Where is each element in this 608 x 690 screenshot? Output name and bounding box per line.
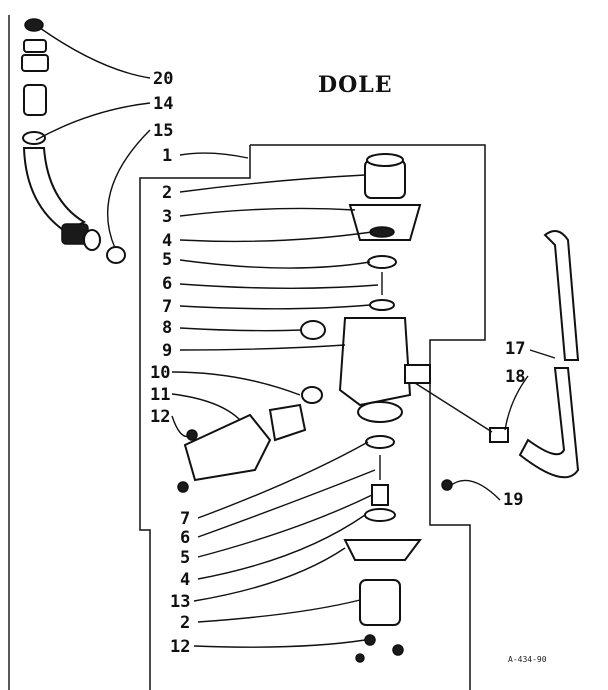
callout-2-upper: 2 xyxy=(162,183,172,203)
callout-6-lower: 6 xyxy=(180,528,190,548)
callout-7-lower: 7 xyxy=(180,509,190,529)
leader-17 xyxy=(529,349,556,359)
part-12-screw-a xyxy=(177,481,189,493)
callout-20: 20 xyxy=(153,69,173,89)
part-3-bracket xyxy=(348,204,422,241)
callout-6-upper: 6 xyxy=(162,274,172,294)
part-13-bracket xyxy=(343,539,422,561)
callout-12-upper: 12 xyxy=(150,407,170,427)
part-18-hose-lower xyxy=(518,367,580,479)
left-leaders xyxy=(171,152,379,438)
callout-17: 17 xyxy=(505,339,525,359)
callout-4-upper: 4 xyxy=(162,231,172,251)
part-7-seal xyxy=(369,299,395,311)
lower-leaders xyxy=(193,441,376,648)
part-12-screw-c xyxy=(364,634,376,646)
part-14-fitting xyxy=(83,229,101,251)
callout-4-lower: 4 xyxy=(180,570,190,590)
callout-11: 11 xyxy=(150,385,170,405)
callout-7-upper: 7 xyxy=(162,297,172,317)
callout-15: 15 xyxy=(153,121,173,141)
callout-13: 13 xyxy=(170,592,190,612)
callout-5-upper: 5 xyxy=(162,250,172,270)
part-2-cap xyxy=(366,153,404,167)
fill-hose xyxy=(414,230,580,491)
lower-seat xyxy=(364,508,396,522)
drawing-code: A-434-90 xyxy=(508,655,547,664)
valve-body xyxy=(177,153,431,663)
diagram-title: DOLE xyxy=(318,72,392,98)
leader-19 xyxy=(449,479,501,501)
leader-20 xyxy=(39,27,151,79)
part-4-diaphragm xyxy=(369,226,395,238)
leader-18 xyxy=(504,375,529,431)
callout-18: 18 xyxy=(505,367,525,387)
leader-14 xyxy=(35,102,151,141)
part-12-screw-e xyxy=(355,653,365,663)
part-15-washer xyxy=(106,246,126,264)
callout-1: 1 xyxy=(162,146,172,166)
callout-3: 3 xyxy=(162,207,172,227)
part-12-screw-b xyxy=(186,429,198,441)
assembly-frame-right xyxy=(250,144,486,690)
callout-9: 9 xyxy=(162,341,172,361)
callout-10: 10 xyxy=(150,363,170,383)
callout-19: 19 xyxy=(503,490,523,510)
callout-2-lower: 2 xyxy=(180,613,190,633)
part-20-cap xyxy=(24,18,44,32)
part-17-hose-upper xyxy=(543,230,580,361)
part-9-base xyxy=(357,401,403,423)
part-12-screw-d xyxy=(392,644,404,656)
part-14-sleeve xyxy=(23,84,47,116)
part-9-outlet xyxy=(404,364,431,384)
lower-seal xyxy=(365,435,395,449)
part-14-ring xyxy=(22,131,46,145)
part-11-coupling xyxy=(268,403,307,442)
lower-solenoid xyxy=(359,579,401,626)
part-14-hose xyxy=(22,147,86,234)
hose-connector-line xyxy=(414,382,493,433)
left-callouts: 1 2 3 4 5 6 7 8 9 10 11 12 xyxy=(150,146,172,427)
part-8-screen xyxy=(300,320,326,340)
part-18-clamp xyxy=(489,427,509,443)
part-5-spring xyxy=(367,255,397,269)
assembly-frame-left xyxy=(139,145,251,690)
part-20-nut xyxy=(21,54,49,72)
leader-15 xyxy=(107,129,151,249)
callout-14: 14 xyxy=(153,94,173,114)
part-10-washer xyxy=(301,386,323,404)
lower-callouts: 7 6 5 4 13 2 12 xyxy=(170,509,190,657)
part-11-solenoid xyxy=(183,413,272,482)
hose-assembly xyxy=(21,18,126,264)
callout-12-lower: 12 xyxy=(170,637,190,657)
callout-8: 8 xyxy=(162,318,172,338)
part-9-valve-body xyxy=(338,317,412,407)
lower-spring xyxy=(371,484,389,506)
part-20-washer xyxy=(23,39,47,53)
callout-5-lower: 5 xyxy=(180,548,190,568)
